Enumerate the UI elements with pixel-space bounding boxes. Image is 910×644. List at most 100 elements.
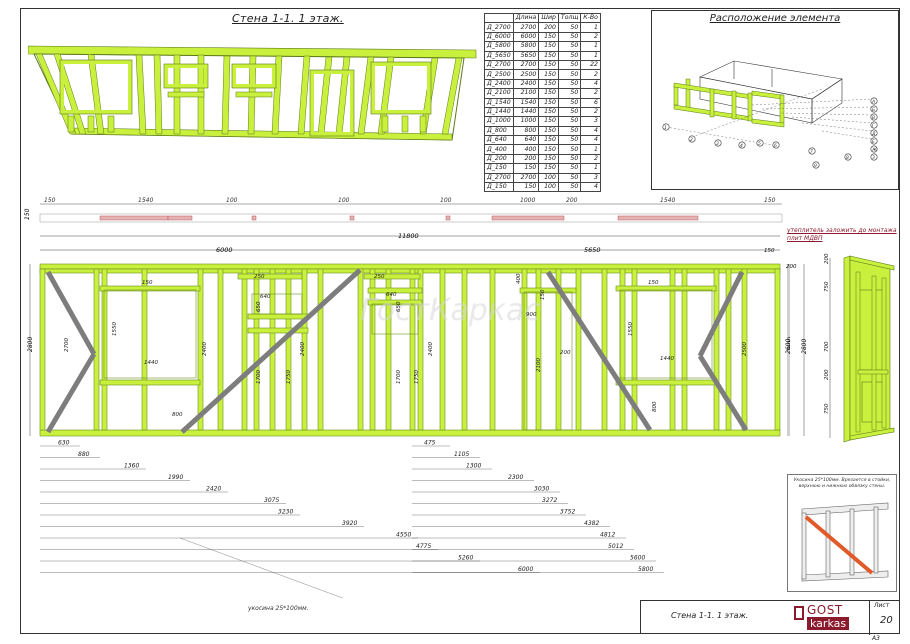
dim-left-part: 6000 bbox=[216, 246, 233, 254]
drawing-title: Стена 1-1. 1 этаж. bbox=[232, 12, 344, 25]
spec-cell: Д_1000 bbox=[484, 116, 514, 127]
axis-marker-label: А bbox=[871, 99, 875, 105]
inner-dim-label: 640 bbox=[260, 294, 271, 300]
wall-stud bbox=[575, 268, 582, 431]
bottom-left-dim: 3920 bbox=[342, 520, 357, 527]
axis-marker: Е bbox=[870, 137, 878, 145]
spec-cell: 2700 bbox=[512, 59, 540, 71]
spec-cell: 50 bbox=[557, 41, 582, 52]
inner-dim-label: 250 bbox=[254, 274, 265, 280]
wall-stud bbox=[681, 268, 688, 431]
plan-dim-label: 150 bbox=[44, 197, 56, 204]
spec-cell: 6000 bbox=[512, 31, 540, 43]
dim-height-right-small: 200 bbox=[786, 264, 797, 270]
inner-dim-label: 150 bbox=[142, 280, 153, 286]
spec-cell: 1 bbox=[580, 50, 601, 61]
wall-brace bbox=[697, 270, 745, 358]
axis-marker: 3 bbox=[714, 139, 722, 147]
spec-cell: 2 bbox=[580, 69, 601, 80]
bottom-left-dim: 5260 bbox=[458, 555, 473, 562]
spec-cell: 150 bbox=[538, 78, 559, 90]
inner-dim-label: 1700 bbox=[256, 370, 262, 384]
sheet-label: Лист bbox=[874, 602, 890, 609]
spec-col-length: Длина bbox=[512, 12, 540, 24]
axis-marker: 2 bbox=[688, 135, 696, 143]
spec-cell: 4 bbox=[580, 78, 601, 90]
axis-marker: Ж bbox=[870, 145, 878, 153]
wall-stud bbox=[725, 268, 732, 431]
spec-cell: 200 bbox=[538, 22, 559, 33]
side-dim-label: 700 bbox=[824, 341, 830, 352]
spec-cell: Д_200 bbox=[484, 153, 514, 165]
bottom-left-dim: 2420 bbox=[206, 486, 221, 493]
wall-opening bbox=[523, 291, 573, 431]
inner-dim-label: 2400 bbox=[202, 342, 208, 356]
plan-member bbox=[491, 215, 565, 221]
wall-stud bbox=[369, 268, 376, 431]
axis-marker: 8 bbox=[844, 153, 852, 161]
spec-cell: 150 bbox=[538, 144, 559, 155]
plan-member bbox=[251, 215, 257, 221]
wall-stud bbox=[439, 268, 446, 431]
axis-marker-label: Г bbox=[872, 123, 875, 129]
bottom-right-dim: 3272 bbox=[542, 497, 557, 504]
spec-cell: 100 bbox=[538, 182, 559, 193]
wall-header bbox=[247, 313, 309, 320]
wall-brace bbox=[45, 352, 97, 434]
insulation-note: утеплитель заложить до монтажа плит МДВП bbox=[787, 227, 897, 243]
wall-header bbox=[99, 285, 201, 292]
wall-brace bbox=[697, 354, 749, 432]
spec-cell: 50 bbox=[557, 144, 582, 155]
wall-stud bbox=[93, 268, 100, 431]
plan-member bbox=[445, 215, 451, 221]
bottom-right-dim: 4812 bbox=[600, 532, 615, 539]
spec-cell: Д_2700 bbox=[484, 59, 514, 71]
bottom-left-dim: 630 bbox=[58, 440, 70, 447]
bottom-right-dim: 3752 bbox=[560, 509, 575, 516]
plan-member bbox=[167, 215, 193, 221]
spec-cell: 50 bbox=[557, 50, 582, 61]
inner-dim-label: 250 bbox=[374, 274, 385, 280]
wall-header bbox=[615, 285, 717, 292]
right-height-dims: 2600 2800 200 bbox=[785, 264, 808, 436]
bottom-right-dim: 4382 bbox=[584, 520, 599, 527]
bottom-left-dim: 880 bbox=[78, 451, 90, 458]
spec-cell: Д_150 bbox=[484, 182, 514, 193]
spec-cell: 1540 bbox=[512, 97, 540, 108]
spec-cell: 150 bbox=[538, 59, 559, 71]
spec-cell: 1 bbox=[580, 163, 601, 174]
spec-cell: 150 bbox=[538, 106, 559, 118]
wall-header bbox=[615, 379, 717, 386]
spec-cell: 2 bbox=[580, 88, 601, 99]
plan-member bbox=[349, 215, 355, 221]
spec-cell: 4 bbox=[580, 125, 601, 137]
spec-cell: 50 bbox=[557, 172, 582, 184]
axis-marker: Б bbox=[870, 105, 878, 113]
spec-cell: Д_5800 bbox=[484, 41, 514, 52]
wall-stud bbox=[357, 268, 364, 431]
wall-header bbox=[363, 273, 421, 280]
dim-height-left: 2800 bbox=[27, 337, 34, 352]
spec-cell: 50 bbox=[557, 116, 582, 127]
axis-marker: 9 bbox=[812, 161, 820, 169]
axis-marker-label: 3 bbox=[716, 141, 719, 147]
axis-marker-label: 8 bbox=[846, 155, 849, 161]
bottom-left-dim: 1360 bbox=[124, 463, 139, 470]
inner-dim-label: 2700 bbox=[64, 338, 70, 352]
wall-header bbox=[367, 299, 423, 306]
wall-elevation: 11800 6000 5650 150 ГостКаркас 270015501… bbox=[27, 232, 790, 598]
stamp-sheet-title: Стена 1-1. 1 этаж. bbox=[671, 611, 749, 620]
plan-member bbox=[617, 215, 699, 221]
bottom-left-dim: 4775 bbox=[416, 543, 431, 550]
